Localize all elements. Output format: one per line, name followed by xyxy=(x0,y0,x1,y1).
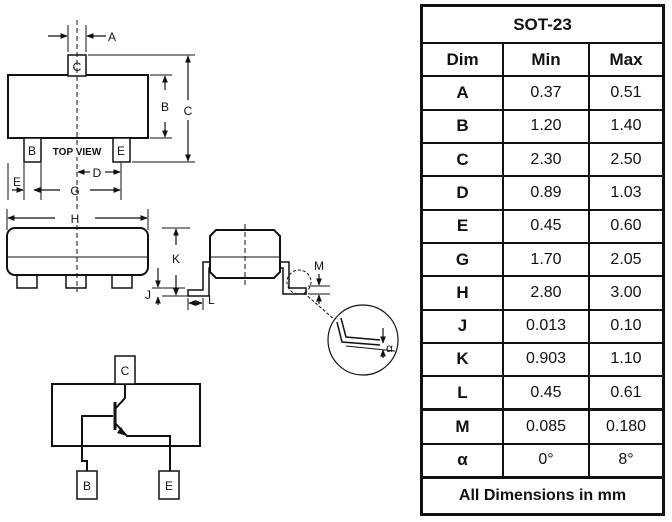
cell-dim: L xyxy=(423,377,504,409)
dim-c-label: C xyxy=(184,104,193,118)
cell-max: 1.03 xyxy=(610,183,642,201)
end-lead-left xyxy=(187,261,210,297)
header-dim: Dim xyxy=(423,44,504,76)
schematic-e-label: E xyxy=(165,479,173,493)
alpha-detail: α xyxy=(303,292,399,376)
cell-max: 0.10 xyxy=(610,317,642,335)
top-pin-e xyxy=(112,137,131,163)
transistor-schematic: C B E xyxy=(51,355,201,500)
table-title: SOT-23 xyxy=(423,7,662,44)
cell-min: 0.903 xyxy=(504,343,590,376)
top-pin-e-label: E xyxy=(117,144,125,158)
table-footer: All Dimensions in mm xyxy=(458,487,627,505)
cell-min: 0.45 xyxy=(504,377,590,409)
cell-dim: B xyxy=(423,110,504,142)
cell-max: 2.50 xyxy=(610,150,642,168)
dim-b-label: B xyxy=(161,100,169,114)
cell-min: 0° xyxy=(504,444,590,477)
cell-dim: H xyxy=(423,277,504,309)
schematic-c-label: C xyxy=(121,364,130,378)
dim-l-label: L xyxy=(208,293,215,307)
cell-max: 0.180 xyxy=(605,418,647,436)
top-view-label: TOP VIEW xyxy=(53,147,102,158)
cell-dim: C xyxy=(423,143,504,176)
side-lead-1 xyxy=(16,274,38,289)
dim-e-label: E xyxy=(13,175,21,189)
schematic-body xyxy=(51,383,201,447)
cell-dim: E xyxy=(423,210,504,242)
end-view: K J L M xyxy=(145,224,330,310)
alpha-label: α xyxy=(386,341,393,355)
cell-min: 1.70 xyxy=(504,243,590,276)
cell-max: 0.61 xyxy=(610,383,642,401)
cell-max: 1.10 xyxy=(610,350,642,368)
cell-min: 0.37 xyxy=(504,77,590,109)
cell-dim: G xyxy=(423,243,504,276)
cell-dim: K xyxy=(423,343,504,376)
cell-max: 0.60 xyxy=(610,217,642,235)
side-lead-2 xyxy=(65,274,87,289)
dim-a-label: A xyxy=(108,30,116,44)
header-max: Max xyxy=(609,49,643,69)
top-view-body xyxy=(7,74,149,139)
top-pin-c-label: C xyxy=(73,60,82,74)
cell-max: 1.40 xyxy=(610,117,642,135)
cell-min: 2.80 xyxy=(504,277,590,309)
dim-k-label: K xyxy=(172,252,180,266)
cell-max: 3.00 xyxy=(610,283,642,301)
header-min: Min xyxy=(504,44,590,76)
cell-dim: J xyxy=(423,310,504,342)
cell-max: 8° xyxy=(618,451,634,469)
cell-dim: A xyxy=(423,77,504,109)
top-view: C B E TOP VIEW A B C E G D xyxy=(7,20,195,210)
table-header-row: Dim Min Max xyxy=(423,44,662,78)
cell-min: 1.20 xyxy=(504,110,590,142)
schematic-b-label: B xyxy=(83,479,91,493)
cell-max: 2.05 xyxy=(610,250,642,268)
cell-min: 0.45 xyxy=(504,210,590,242)
cell-min: 0.013 xyxy=(504,310,590,342)
dim-h-label: H xyxy=(71,212,80,226)
cell-max: 0.51 xyxy=(610,83,642,101)
dim-g-label: G xyxy=(70,184,79,198)
package-drawing: C B E TOP VIEW A B C E G D xyxy=(6,20,399,500)
cell-min: 0.085 xyxy=(504,411,590,443)
end-lead-right xyxy=(280,261,307,295)
top-pin-b-label: B xyxy=(28,144,36,158)
dim-d-label: D xyxy=(93,166,102,180)
cell-min: 0.89 xyxy=(504,177,590,209)
side-view: H xyxy=(6,209,149,292)
cell-dim: M xyxy=(423,411,504,443)
dim-j-label: J xyxy=(145,288,151,302)
end-view-body xyxy=(209,229,281,279)
cell-dim: α xyxy=(423,444,504,477)
top-pin-b xyxy=(23,137,42,163)
side-lead-3 xyxy=(111,274,133,289)
cell-dim: D xyxy=(423,177,504,209)
cell-min: 2.30 xyxy=(504,143,590,176)
dim-m-label: M xyxy=(314,259,324,273)
